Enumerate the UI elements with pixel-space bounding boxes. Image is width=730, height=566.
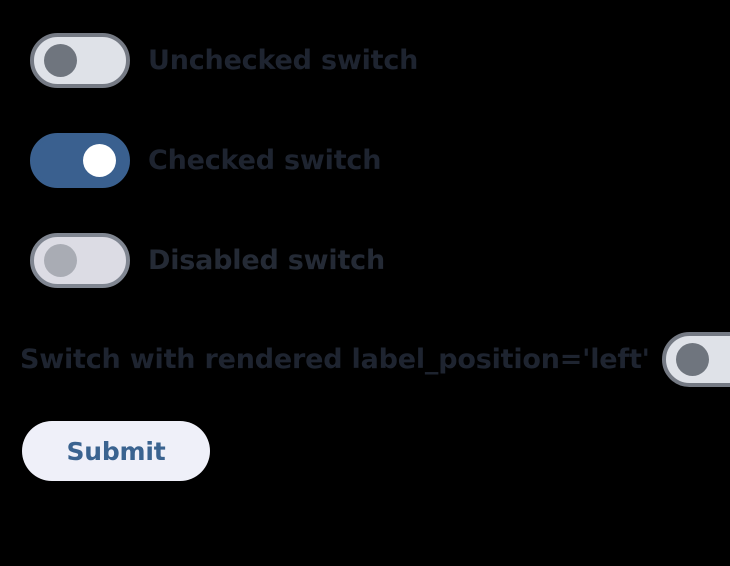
switch-knob [44,43,77,77]
switch-knob [44,243,77,277]
disabled-switch [30,232,130,288]
unchecked-switch-label: Unchecked switch [148,44,419,76]
switch-row-unchecked: Unchecked switch [30,32,418,88]
switch-row-left-label: Switch with rendered label_position='lef… [20,331,730,387]
left-label-switch-label: Switch with rendered label_position='lef… [20,343,650,375]
unchecked-switch[interactable] [30,32,130,88]
switch-knob [675,342,709,376]
checked-switch-label: Checked switch [148,144,382,176]
switch-row-checked: Checked switch [30,132,381,188]
submit-button[interactable]: Submit [22,421,210,481]
switch-knob [83,143,116,177]
disabled-switch-label: Disabled switch [148,244,385,276]
checked-switch[interactable] [30,132,130,188]
switch-row-disabled: Disabled switch [30,232,385,288]
left-label-switch[interactable] [661,331,730,387]
